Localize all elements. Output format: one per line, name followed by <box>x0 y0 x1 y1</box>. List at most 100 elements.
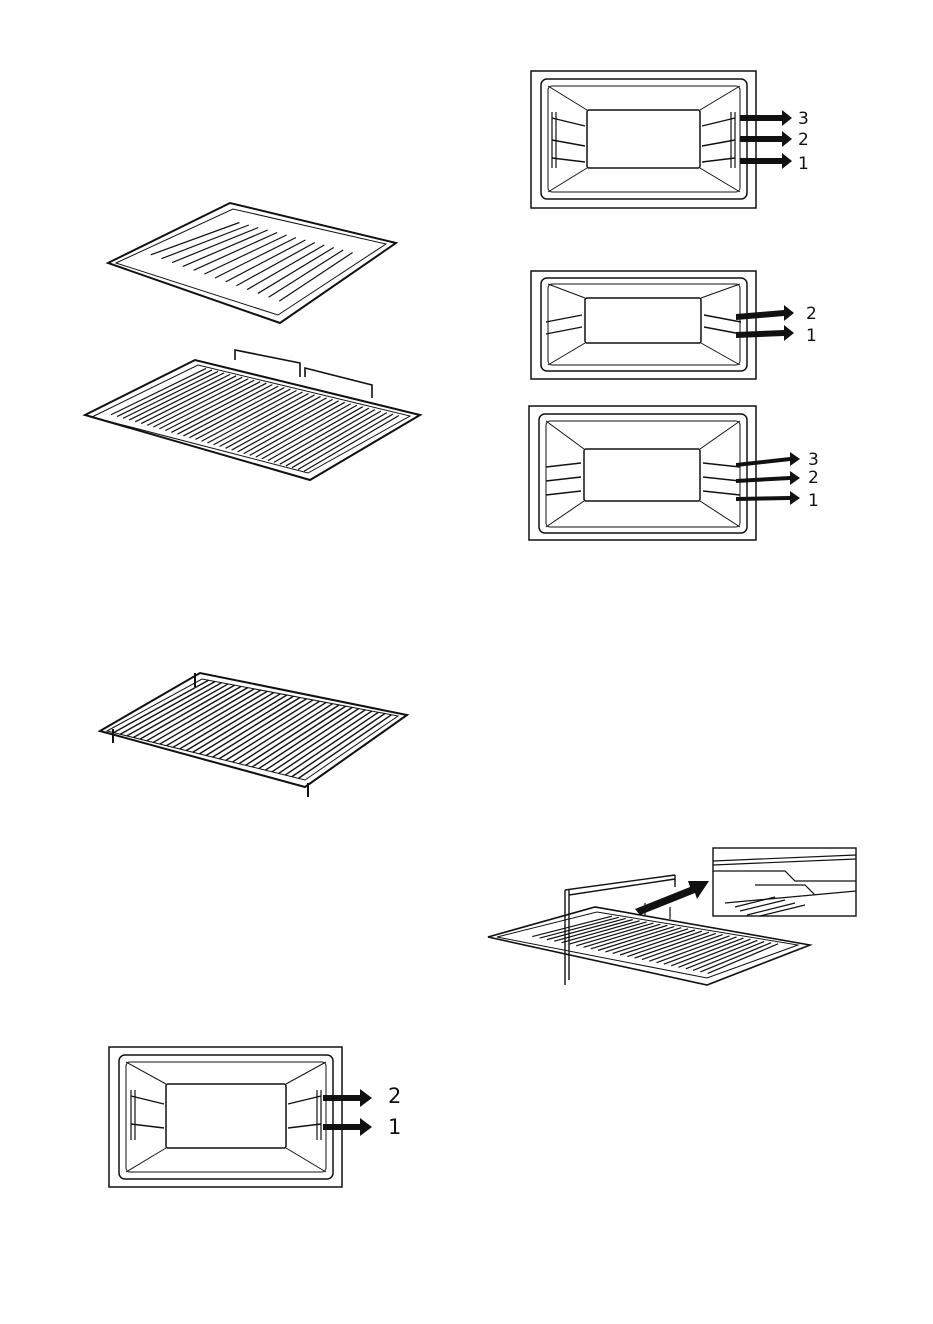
wire-bar <box>147 377 242 425</box>
wire-bar <box>214 393 309 444</box>
wire-bar <box>166 690 260 746</box>
shelf-insertion-drawing <box>485 845 860 1005</box>
detail-inset <box>713 848 856 916</box>
level-label-1: 1 <box>798 154 809 174</box>
wire-bar <box>620 930 695 955</box>
wire-bar <box>232 398 327 450</box>
wire-bar <box>204 235 286 274</box>
level-label-2: 2 <box>388 1084 401 1108</box>
wire-shelf-drawing <box>95 665 415 805</box>
wire-bar <box>141 376 236 424</box>
wire-bar <box>177 385 272 435</box>
wire-bar <box>280 410 375 465</box>
wire-bar <box>133 684 228 738</box>
wire-bar <box>258 248 334 294</box>
wire-bar <box>147 686 242 740</box>
wire-bar <box>562 921 640 943</box>
wire-bar <box>569 922 647 944</box>
wire-bar <box>140 685 235 739</box>
level-label-2: 2 <box>808 468 819 488</box>
wire-bar <box>532 916 612 936</box>
wire-bar <box>193 695 287 752</box>
grill-pan-drawing <box>100 195 410 495</box>
wire-bar <box>226 396 321 448</box>
oven-front-mid-drawing: 2 1 <box>530 270 830 382</box>
wire-bar <box>114 680 209 732</box>
wire-bar <box>153 379 248 427</box>
level-arrows: 2 1 <box>736 304 817 346</box>
wire-shelf-figure <box>95 665 415 805</box>
wire-bar <box>259 707 352 768</box>
level-label-1: 1 <box>388 1115 401 1139</box>
grill-pan-figure <box>100 195 410 495</box>
level-label-2: 2 <box>798 130 809 150</box>
level-label-3: 3 <box>808 450 819 470</box>
wire-bar <box>199 696 293 754</box>
wire-bar <box>160 689 254 744</box>
wire-bar <box>238 399 333 451</box>
wire-bar <box>194 233 278 271</box>
level-arrows: 2 1 <box>323 1084 401 1139</box>
wire-bar <box>151 223 240 255</box>
shelf-insertion-figure <box>485 845 860 1005</box>
insert-arrow <box>635 881 709 915</box>
wire-bar <box>262 405 357 459</box>
wire-bar <box>635 932 709 958</box>
wire-bar <box>219 700 313 759</box>
wire-bar <box>215 238 296 279</box>
wire-bar <box>642 933 716 959</box>
wire-bar <box>189 388 284 438</box>
wire-bar <box>201 391 296 442</box>
wire-bar <box>554 920 632 942</box>
level-arrows: 3 2 1 <box>740 109 809 174</box>
wire-bar <box>279 253 352 302</box>
wire-bar <box>213 699 307 757</box>
oven-front-lower-drawing: 3 2 1 <box>528 405 828 543</box>
level-label-2: 2 <box>806 304 817 324</box>
wire-bar <box>232 702 326 762</box>
wire-bar <box>649 935 722 962</box>
wire-bar <box>180 693 274 749</box>
level-label-1: 1 <box>806 326 817 346</box>
wire-bar <box>268 407 363 461</box>
wire-bar <box>576 923 653 946</box>
grill-rack <box>108 203 396 323</box>
grill-tray <box>85 350 420 480</box>
wire-bar <box>250 402 345 455</box>
oven-front-bottom-drawing: 2 1 <box>108 1046 418 1190</box>
wire-bar <box>298 715 391 779</box>
wire-bar <box>272 710 365 772</box>
wire-bar <box>165 382 260 431</box>
wire-bar <box>298 414 393 469</box>
wire-bar <box>153 688 248 743</box>
wire-bar <box>269 250 344 297</box>
wire-bar <box>285 712 378 775</box>
wire-bar <box>172 228 258 263</box>
wire-bar <box>208 392 303 443</box>
wire-bar <box>220 395 315 447</box>
wire-bar <box>627 931 702 956</box>
wire-bar <box>279 711 372 773</box>
wire-bar <box>173 691 267 747</box>
wire-bar <box>657 936 730 963</box>
wire-bar <box>206 698 300 756</box>
wire-bar <box>304 416 399 472</box>
wire-bar <box>613 929 688 954</box>
wire-bar <box>183 386 278 436</box>
wire-bar <box>583 924 660 947</box>
wire-bar <box>256 404 351 457</box>
wire-bar <box>247 245 324 290</box>
wire-bar <box>171 383 266 432</box>
wire-bar <box>286 411 381 466</box>
oven-front-top-drawing: 3 2 1 <box>530 70 830 210</box>
wire-bar <box>226 701 320 760</box>
wire-bar <box>239 704 333 764</box>
wire-bar <box>226 240 306 282</box>
wire-bar <box>292 714 385 777</box>
wire-bar <box>605 928 681 952</box>
wire-bar <box>246 705 340 765</box>
wire-bar <box>292 413 387 468</box>
wire-bar <box>540 917 619 938</box>
wire-bar <box>195 389 290 439</box>
wire-bar <box>252 706 346 767</box>
